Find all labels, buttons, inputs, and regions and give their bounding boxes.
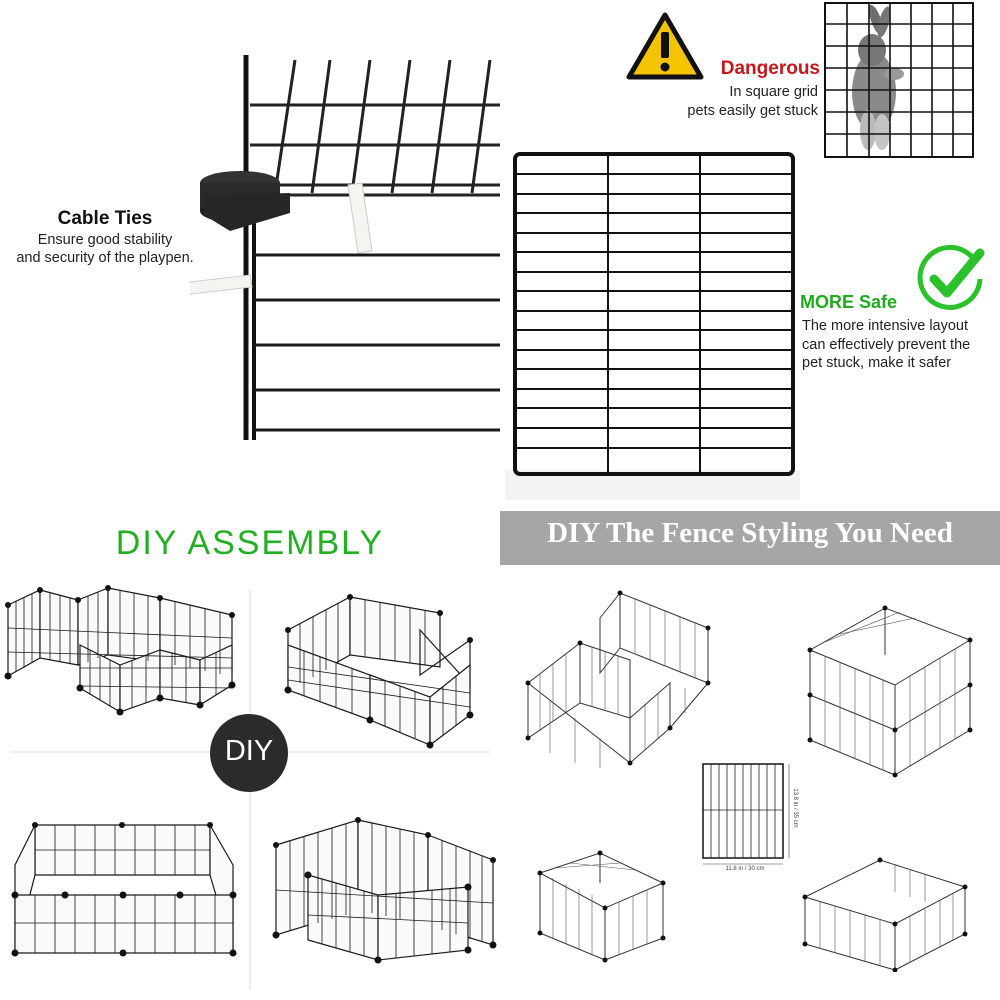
warning-icon — [626, 12, 704, 80]
pen-layout-1 — [4, 585, 236, 716]
styling-layout-c — [537, 850, 666, 963]
styling-heading: DIY The Fence Styling You Need — [547, 517, 953, 549]
panel-width-label: 11.8 in / 30 cm — [725, 866, 765, 872]
more-safe-title: MORE Safe — [800, 292, 898, 312]
more-safe-line3: pet stuck, make it safer — [802, 355, 952, 371]
styling-layout-b — [807, 605, 973, 778]
cable-ties-desc-line1: Ensure good stability — [37, 232, 173, 248]
cable-ties-desc-line2: and security of the playpen. — [16, 250, 194, 266]
cable-tie-closeup — [190, 55, 500, 440]
diy-assembly-heading: DIY ASSEMBLY — [115, 524, 385, 562]
more-safe-line1: The more intensive layout — [802, 318, 969, 334]
dangerous-line2: pets easily get stuck — [687, 103, 818, 119]
dangerous-title: Dangerous — [720, 58, 820, 79]
pen-layout-4 — [272, 817, 497, 964]
styling-banner — [500, 511, 1000, 565]
dense-grid-panel — [505, 152, 800, 500]
single-panel-dimensions — [702, 763, 790, 865]
cable-ties-title: Cable Ties — [57, 208, 153, 229]
panel-height-label: 13.8 in / 35 cm — [792, 788, 798, 828]
pen-layout-3 — [11, 822, 237, 957]
styling-layout-d — [802, 857, 968, 972]
diy-badge — [210, 714, 288, 792]
dangerous-line1: In square grid — [729, 84, 818, 100]
diy-badge-text: DIY — [224, 735, 274, 767]
styling-layout-a — [525, 590, 711, 768]
more-safe-line2: can effectively prevent the — [802, 337, 971, 353]
pen-layout-2 — [284, 594, 474, 749]
rabbit-photo — [824, 2, 974, 158]
check-icon — [917, 245, 985, 310]
